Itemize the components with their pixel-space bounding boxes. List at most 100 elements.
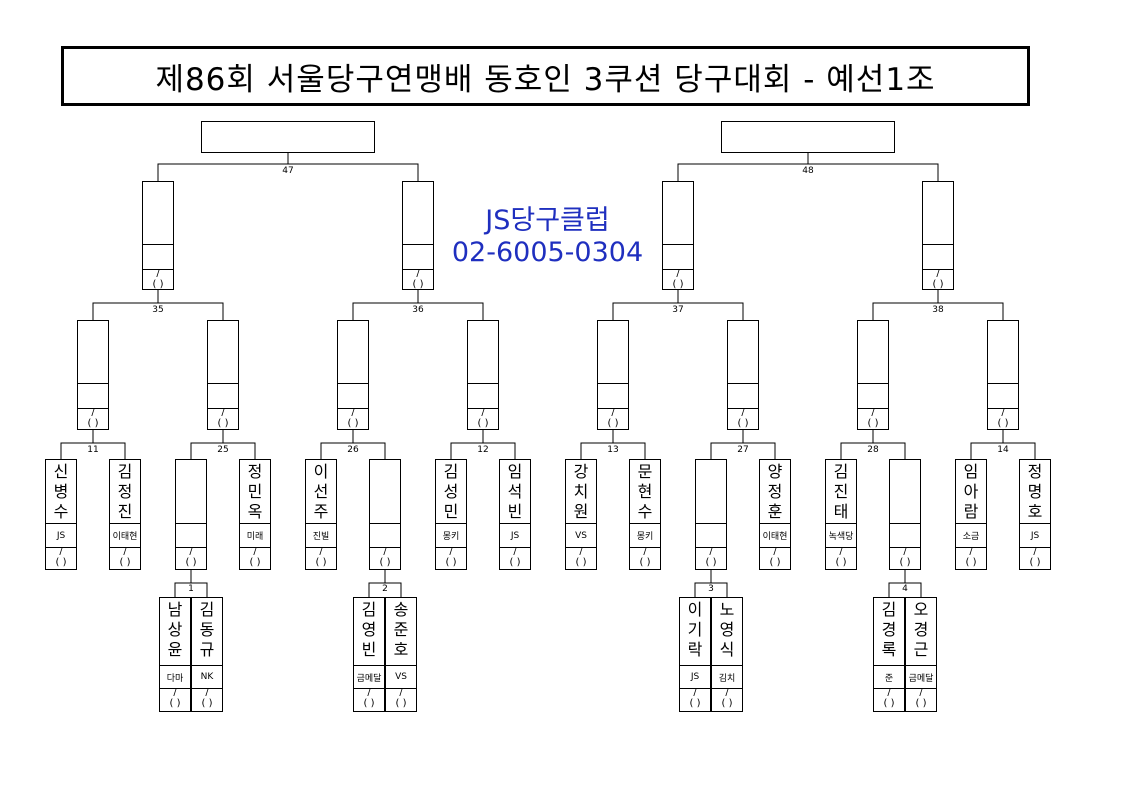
score-cell: /( ) [192,687,222,711]
match-number-26: 26 [347,445,359,455]
score-cell: /( ) [1020,546,1050,569]
score-cell: /( ) [500,546,530,569]
player-name [338,321,368,385]
match-number-28: 28 [867,445,879,455]
player-name [208,321,238,385]
score-cell: /( ) [923,268,953,290]
name-char: 민 [443,502,459,521]
name-char: 동 [199,620,215,639]
player-club: 녹색당 [826,523,856,548]
match-number-37: 37 [672,305,684,315]
score-mark: / [887,687,891,698]
score-cell: /( ) [370,546,400,569]
player-club: NK [192,665,222,689]
score-mark: / [611,407,615,418]
player-name [696,460,726,525]
score-paren: ( ) [769,557,781,568]
score-mark: / [513,546,517,557]
name-char: 석 [507,482,523,501]
score-paren: ( ) [899,557,911,568]
score-mark: / [253,546,257,557]
watermark-phone: 02-6005-0304 [451,237,644,268]
score-paren: ( ) [152,279,164,290]
score-paren: ( ) [737,418,749,429]
score-cell: /( ) [712,687,742,711]
player-club: 진빌 [306,523,336,548]
name-char: 기 [687,620,703,639]
player-club: JS [1020,523,1050,548]
player-club [403,244,433,270]
score-paren: ( ) [915,698,927,709]
quarter-slot: /( ) [987,320,1019,430]
score-mark: / [351,407,355,418]
score-paren: ( ) [445,557,457,568]
name-char: 호 [1027,502,1043,521]
player-name [468,321,498,385]
score-cell: /( ) [240,546,270,569]
semi-slot: /( ) [662,181,694,290]
name-char: 영 [361,620,377,639]
name-char: 임 [963,462,979,481]
name-char: 람 [963,502,979,521]
score-cell: /( ) [386,687,416,711]
score-mark: / [969,546,973,557]
player-name [176,460,206,525]
name-char: 김 [881,600,897,619]
score-cell: /( ) [956,546,986,569]
score-paren: ( ) [379,557,391,568]
player-name [890,460,920,525]
name-char: 현 [637,482,653,501]
score-mark: / [205,687,209,698]
name-char: 수 [637,502,653,521]
quarter-slot: /( ) [857,320,889,430]
score-paren: ( ) [477,418,489,429]
name-char: 영 [719,620,735,639]
score-mark: / [725,687,729,698]
player-club [143,244,173,270]
score-cell: /( ) [306,546,336,569]
name-char: 김 [443,462,459,481]
score-cell: /( ) [680,687,710,711]
player-club [176,523,206,548]
score-cell: /( ) [906,687,936,711]
empty-slot: /( ) [175,459,207,570]
name-char: 식 [719,640,735,659]
name-char: 규 [199,640,215,659]
score-cell: /( ) [826,546,856,569]
score-mark: / [839,546,843,557]
score-cell: /( ) [46,546,76,569]
name-char: 락 [687,640,703,659]
name-char: 이 [313,462,329,481]
player-club [696,523,726,548]
score-paren: ( ) [721,698,733,709]
score-cell: /( ) [663,268,693,290]
player-name [988,321,1018,385]
player-club: 금메달 [906,665,936,689]
score-cell: /( ) [143,268,173,290]
player-club [663,244,693,270]
semi-slot: /( ) [402,181,434,290]
match-number-27: 27 [737,445,749,455]
player-club: 몽키 [630,523,660,548]
club-watermark: JS당구클럽 02-6005-0304 [445,205,650,269]
name-char: 임 [507,462,523,481]
score-paren: ( ) [395,698,407,709]
score-paren: ( ) [705,557,717,568]
score-cell: /( ) [858,407,888,429]
quarter-slot: /( ) [727,320,759,430]
score-mark: / [676,268,680,279]
player-club: VS [566,523,596,548]
score-cell: /( ) [436,546,466,569]
